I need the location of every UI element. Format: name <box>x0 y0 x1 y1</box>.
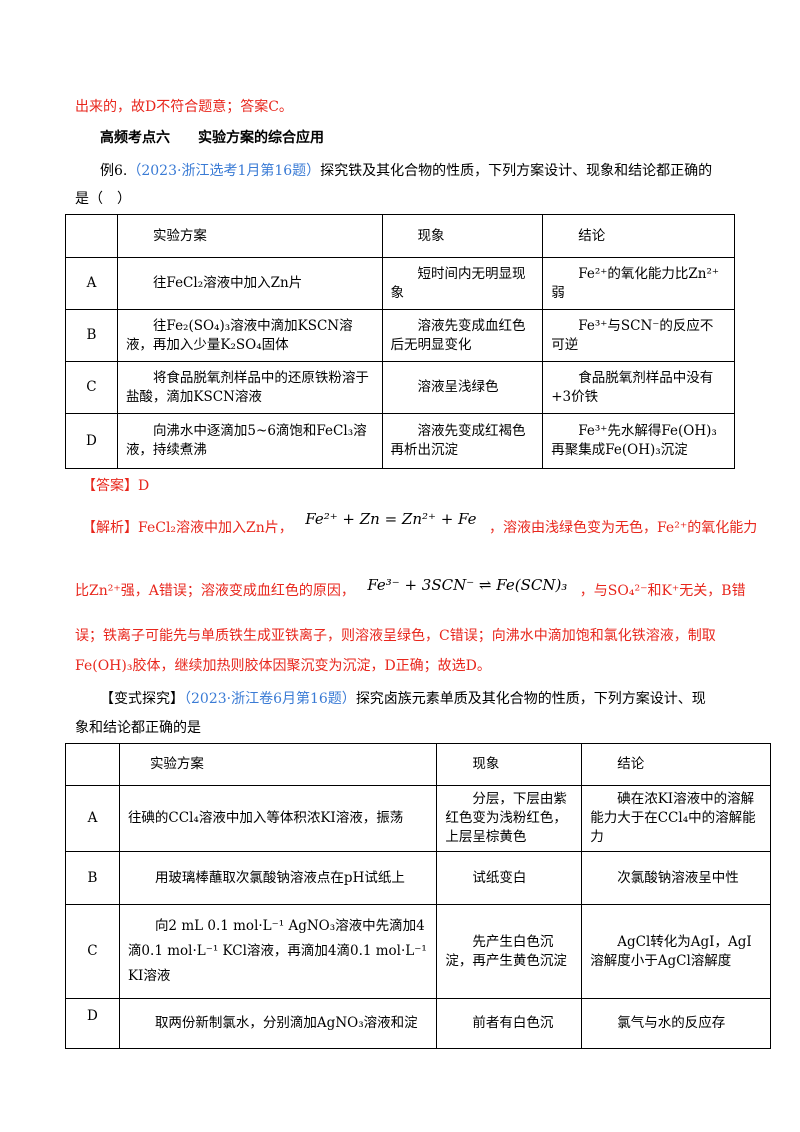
table-header-row: 实验方案 现象 结论 <box>65 743 771 786</box>
table-row: C 将食品脱氧剂样品中的还原铁粉溶于盐酸，滴加KSCN溶液 溶液呈浅绿色 食品脱… <box>65 361 735 414</box>
plan-cell: 用玻璃棒蘸取次氯酸钠溶液点在pH试纸上 <box>118 851 438 905</box>
analysis-line-2: 比Zn²⁺强，A错误；溶液变成血红色的原因， Fe³⁻ + 3SCN⁻ ⇌ Fe… <box>75 576 746 600</box>
conclusion-cell: AgCl转化为AgI，AgI溶解度小于AgCl溶解度 <box>581 904 771 999</box>
phenomenon-cell: 短时间内无明显现象 <box>381 257 544 310</box>
example-question-text: 探究铁及其化合物的性质，下列方案设计、现象和结论都正确的 <box>320 163 713 179</box>
phenomenon-cell: 分层，下层由紫红色变为浅粉红色，上层呈棕黄色 <box>436 785 583 852</box>
table-row: B 用玻璃棒蘸取次氯酸钠溶液点在pH试纸上 试纸变白 次氯酸钠溶液呈中性 <box>65 851 771 905</box>
row-label: D <box>65 998 120 1049</box>
variant-question: 【变式探究】（2023·浙江卷6月第16题）探究卤族元素单质及其化合物的性质，下… <box>100 688 706 708</box>
header-plan: 实验方案 <box>116 214 383 258</box>
table-row: A 往FeCl₂溶液中加入Zn片 短时间内无明显现象 Fe²⁺的氧化能力比Zn²… <box>65 257 735 310</box>
table-row: D 向沸水中逐滴加5~6滴饱和FeCl₃溶液，持续煮沸 溶液先变成红褐色再析出沉… <box>65 413 735 469</box>
plan-cell: 向2 mL 0.1 mol·L⁻¹ AgNO₃溶液中先滴加4滴0.1 mol·L… <box>118 904 438 999</box>
phenomenon-cell: 溶液先变成血红色后无明显变化 <box>381 309 544 362</box>
conclusion-cell: 碘在浓KI溶液中的溶解能力大于在CCl₄中的溶解能力 <box>581 785 771 852</box>
table-iron-experiments: 实验方案 现象 结论 A 往FeCl₂溶液中加入Zn片 短时间内无明显现象 Fe… <box>65 214 735 469</box>
header-conclusion: 结论 <box>542 214 735 258</box>
equation-fe-zn: Fe²⁺ + Zn = Zn²⁺ + Fe <box>305 510 477 528</box>
conclusion-cell: 次氯酸钠溶液呈中性 <box>581 851 771 905</box>
conclusion-cell: 食品脱氧剂样品中没有+3价铁 <box>542 361 735 414</box>
phenomenon-cell: 先产生白色沉淀，再产生黄色沉淀 <box>436 904 583 999</box>
header-cell <box>65 743 120 786</box>
row-label: B <box>65 309 118 362</box>
phenomenon-cell: 溶液先变成红褐色再析出沉淀 <box>381 413 544 469</box>
analysis-text: 比Zn²⁺强，A错误；溶液变成血红色的原因， <box>75 583 355 599</box>
example-source: （2023·浙江选考1月第16题） <box>127 163 321 179</box>
conclusion-cell: 氯气与水的反应存 <box>581 998 771 1049</box>
analysis-text: ，与SO₄²⁻和K⁺无关，B错 <box>579 583 746 599</box>
plan-cell: 往FeCl₂溶液中加入Zn片 <box>116 257 383 310</box>
variant-question-text: 探究卤族元素单质及其化合物的性质，下列方案设计、现 <box>355 691 706 707</box>
plan-cell: 向沸水中逐滴加5~6滴饱和FeCl₃溶液，持续煮沸 <box>116 413 383 469</box>
table-row: A 往碘的CCl₄溶液中加入等体积浓KI溶液，振荡 分层，下层由紫红色变为浅粉红… <box>65 785 771 852</box>
table-row: C 向2 mL 0.1 mol·L⁻¹ AgNO₃溶液中先滴加4滴0.1 mol… <box>65 904 771 999</box>
plan-cell: 将食品脱氧剂样品中的还原铁粉溶于盐酸，滴加KSCN溶液 <box>116 361 383 414</box>
conclusion-cell: Fe³⁺先水解得Fe(OH)₃再聚集成Fe(OH)₃沉淀 <box>542 413 735 469</box>
table-header-row: 实验方案 现象 结论 <box>65 214 735 258</box>
header-plan: 实验方案 <box>118 743 438 786</box>
analysis-text: 【解析】FeCl₂溶液中加入Zn片， <box>82 520 293 536</box>
variant-source: （2023·浙江卷6月第16题） <box>184 691 356 707</box>
row-label: B <box>65 851 120 905</box>
variant-question-end: 象和结论都正确的是 <box>75 720 201 736</box>
header-cell <box>65 214 118 258</box>
header-phenomenon: 现象 <box>436 743 583 786</box>
answer-label: 【答案】D <box>82 478 150 494</box>
phenomenon-cell: 前者有白色沉 <box>436 998 583 1049</box>
table-row: B 往Fe₂(SO₄)₃溶液中滴加KSCN溶液，再加入少量K₂SO₄固体 溶液先… <box>65 309 735 362</box>
equation-fe-scn: Fe³⁻ + 3SCN⁻ ⇌ Fe(SCN)₃ <box>367 576 568 594</box>
analysis-text: ，溶液由浅绿色变为无色，Fe²⁺的氧化能力 <box>488 520 758 536</box>
conclusion-cell: Fe³⁺与SCN⁻的反应不可逆 <box>542 309 735 362</box>
example-6-question-end: 是（ ） <box>75 191 131 207</box>
row-label: C <box>65 361 118 414</box>
row-label: D <box>65 413 118 469</box>
row-label: A <box>65 785 120 852</box>
plan-cell: 往Fe₂(SO₄)₃溶液中滴加KSCN溶液，再加入少量K₂SO₄固体 <box>116 309 383 362</box>
plan-cell: 取两份新制氯水，分别滴加AgNO₃溶液和淀 <box>118 998 438 1049</box>
row-label: A <box>65 257 118 310</box>
example-6-question: 例6.（2023·浙江选考1月第16题）探究铁及其化合物的性质，下列方案设计、现… <box>100 160 712 180</box>
conclusion-cell: Fe²⁺的氧化能力比Zn²⁺弱 <box>542 257 735 310</box>
section-heading: 高频考点六 实验方案的综合应用 <box>100 130 324 146</box>
phenomenon-cell: 试纸变白 <box>436 851 583 905</box>
example-prefix: 例6. <box>100 163 128 179</box>
variant-prefix: 【变式探究】 <box>100 691 184 707</box>
analysis-line-1: 【解析】FeCl₂溶液中加入Zn片， Fe²⁺ + Zn = Zn²⁺ + Fe… <box>82 510 758 537</box>
row-label: C <box>65 904 120 999</box>
table-halogen-experiments: 实验方案 现象 结论 A 往碘的CCl₄溶液中加入等体积浓KI溶液，振荡 分层，… <box>65 743 771 1049</box>
analysis-line-3: 误；铁离子可能先与单质铁生成亚铁离子，则溶液呈绿色，C错误；向沸水中滴加饱和氯化… <box>75 628 716 644</box>
header-conclusion: 结论 <box>581 743 771 786</box>
answer-continuation: 出来的，故D不符合题意；答案C。 <box>75 99 293 115</box>
phenomenon-cell: 溶液呈浅绿色 <box>381 361 544 414</box>
table-row: D 取两份新制氯水，分别滴加AgNO₃溶液和淀 前者有白色沉 氯气与水的反应存 <box>65 998 771 1049</box>
header-phenomenon: 现象 <box>381 214 544 258</box>
plan-cell: 往碘的CCl₄溶液中加入等体积浓KI溶液，振荡 <box>118 785 438 852</box>
analysis-line-4: Fe(OH)₃胶体，继续加热则胶体因聚沉变为沉淀，D正确；故选D。 <box>75 658 491 674</box>
